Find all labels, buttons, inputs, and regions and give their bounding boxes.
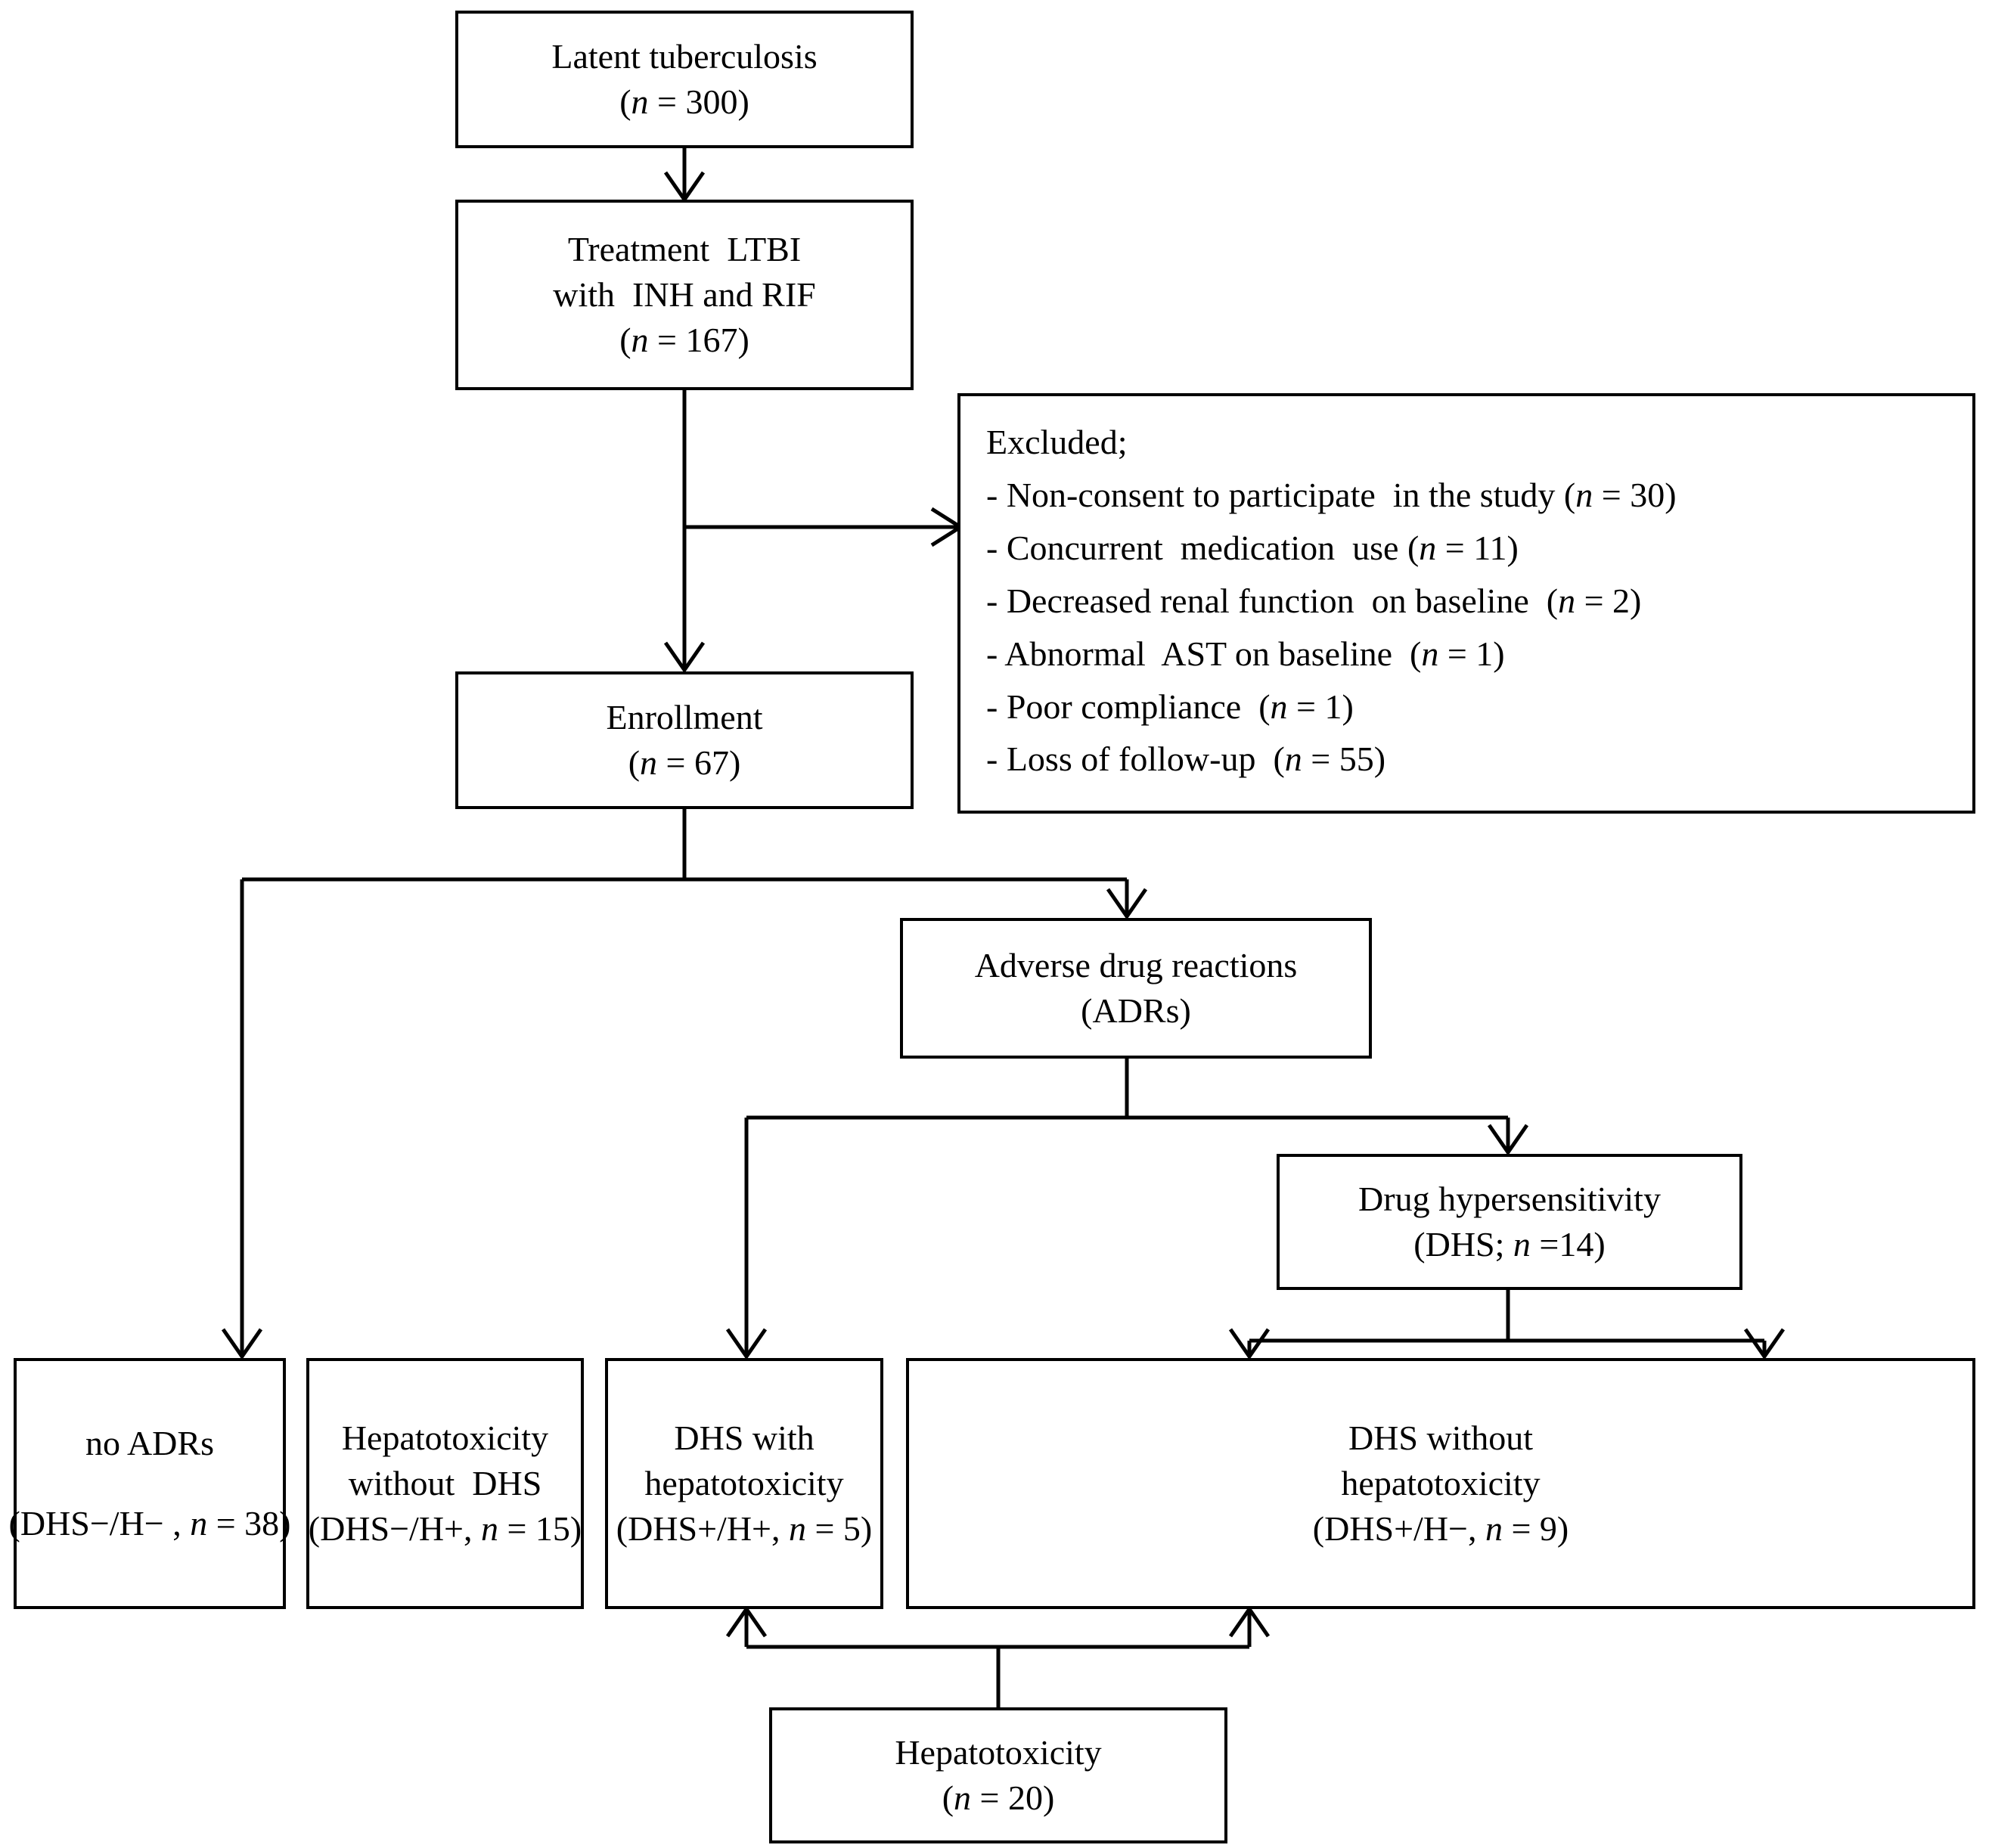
node-excluded-item-5: - Poor compliance (n = 1) [986,687,1354,726]
node-dhs-with-hepato-line1: DHS with [674,1419,815,1458]
node-dhs-without-hepato-line2: hepatotoxicity [1341,1464,1541,1503]
node-dhs-without-hepatotoxicity[interactable]: DHS without hepatotoxicity (DHS+/H−, n =… [906,1358,1975,1609]
node-excluded-item-1: - Non-consent to participate in the stud… [986,475,1677,514]
arrowhead-up-to-dhs-with-hepato [1228,1605,1271,1638]
node-excluded[interactable]: Excluded; - Non-consent to participate i… [957,393,1975,814]
arrowhead-to-treatment [663,171,706,203]
arrowhead-to-dhs-without-hepato [1743,1328,1786,1360]
node-dhs-line1: Drug hypersensitivity [1358,1180,1661,1219]
arrowhead-to-dhs-with-hepato [1228,1328,1271,1360]
arrowhead-to-no-adrs [221,1328,263,1360]
arrowhead-to-excluded [930,507,964,547]
node-hepatotoxicity-total[interactable]: Hepatotoxicity (n = 20) [769,1707,1227,1843]
arrowhead-to-enrollment [663,641,706,674]
node-adverse-drug-reactions[interactable]: Adverse drug reactions (ADRs) [900,918,1372,1059]
node-treatment-ltbi-line2: with INH and RIF [553,275,816,315]
node-treatment-ltbi[interactable]: Treatment LTBI with INH and RIF (n = 167… [455,200,914,390]
arrowhead-up-to-hepatotox-no-dhs [725,1605,768,1638]
node-enrollment-line1: Enrollment [606,698,763,737]
node-excluded-item-3: - Decreased renal function on baseline (… [986,581,1642,620]
node-dhs-without-hepato-line3: (DHS+/H−, n = 9) [1312,1508,1569,1548]
arrowhead-to-hepatotox-no-dhs [725,1328,768,1360]
node-hepatotox-no-dhs-line1: Hepatotoxicity [341,1419,549,1458]
node-adrs-line2: (ADRs) [1081,991,1191,1030]
node-excluded-item-4: - Abnormal AST on baseline (n = 1) [986,634,1505,673]
node-adrs-line1: Adverse drug reactions [974,946,1298,985]
node-dhs-without-hepato-line1: DHS without [1348,1419,1534,1458]
node-dhs-with-hepato-line2: hepatotoxicity [644,1464,844,1503]
arrowhead-to-dhs [1487,1124,1529,1156]
node-dhs-line2: (DHS; n =14) [1413,1225,1606,1264]
node-dhs-with-hepato-line3: (DHS+/H+, n = 5) [616,1508,873,1548]
node-latent-tuberculosis-line1: Latent tuberculosis [551,37,818,76]
node-enrollment[interactable]: Enrollment (n = 67) [455,671,914,809]
node-excluded-item-6: - Loss of follow-up (n = 55) [986,740,1386,779]
node-hepatotox-no-dhs-line2: without DHS [348,1464,542,1503]
arrowhead-to-adrs [1106,888,1148,920]
node-no-adrs[interactable]: no ADRs (DHS−/H− , n = 38) [9,1358,291,1609]
node-latent-tuberculosis[interactable]: Latent tuberculosis (n = 300) [455,11,914,148]
node-no-adrs-line1: no ADRs [85,1424,214,1463]
node-excluded-heading: Excluded; [986,423,1128,461]
node-latent-tuberculosis-line2: (n = 300) [619,82,749,121]
node-treatment-ltbi-line1: Treatment LTBI [567,230,802,269]
node-hepatotoxicity-without-dhs[interactable]: Hepatotoxicity without DHS (DHS−/H+, n =… [306,1358,584,1609]
node-treatment-ltbi-line3: (n = 167) [619,320,749,359]
node-hepatotoxicity-line1: Hepatotoxicity [895,1733,1102,1772]
node-enrollment-line2: (n = 67) [628,743,741,782]
node-dhs-with-hepatotoxicity[interactable]: DHS with hepatotoxicity (DHS+/H+, n = 5) [605,1358,883,1609]
node-excluded-item-2: - Concurrent medication use (n = 11) [986,528,1519,567]
node-hepatotox-no-dhs-line3: (DHS−/H+, n = 15) [308,1508,582,1548]
node-no-adrs-line3: (DHS−/H− , n = 38) [8,1504,291,1543]
node-hepatotoxicity-line2: (n = 20) [942,1778,1055,1817]
node-drug-hypersensitivity[interactable]: Drug hypersensitivity (DHS; n =14) [1277,1154,1742,1290]
